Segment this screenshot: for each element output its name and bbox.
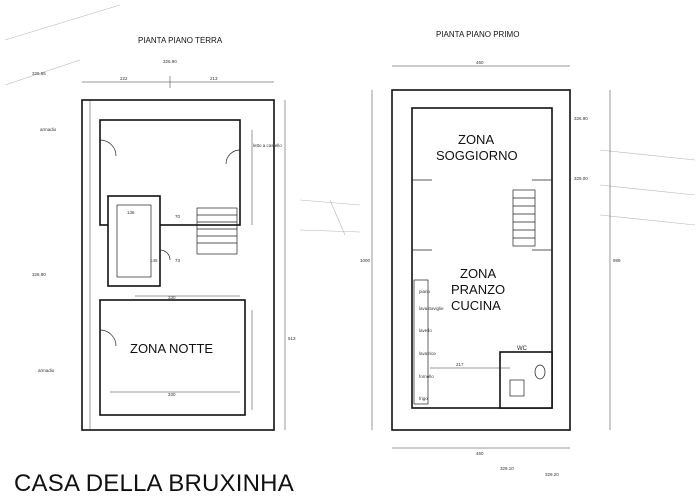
- ground-floor-plan: PIANTA PIANO TERRA 222 213: [32, 36, 296, 431]
- gf-door-swing: [159, 249, 171, 261]
- ff-exterior-stair: [512, 189, 536, 247]
- construction-lines: [4, 4, 696, 236]
- gf-dim-513: 513: [288, 336, 296, 341]
- house-name: CASA DELLA BRUXINHA: [14, 470, 294, 497]
- wc-shower: [509, 379, 525, 397]
- ff-elev-right-top: 326.90: [574, 116, 588, 121]
- gf-elev-top: 326.90: [163, 59, 177, 64]
- ff-dim-450-bottom: 450: [476, 451, 484, 456]
- gf-dim-136: 136: [127, 210, 135, 215]
- ff-label-frigo: frigo: [419, 396, 428, 401]
- gf-stair: [196, 207, 238, 255]
- zone-soggiorno-label-2: SOGGIORNO: [436, 148, 518, 163]
- ff-wc-room: [499, 351, 553, 409]
- zone-pranzo-label-2: PRANZO: [451, 282, 505, 297]
- zone-soggiorno-label-1: ZONA: [458, 132, 494, 147]
- gf-elev-left-top: 326.65: [32, 71, 46, 76]
- gf-door-swing: [225, 149, 241, 165]
- ground-floor-title: PIANTA PIANO TERRA: [138, 36, 223, 45]
- ff-elev-bottom-right: 329.20: [545, 472, 559, 477]
- gf-dim-330-mid: 330: [168, 295, 176, 300]
- gf-door-swing: [99, 329, 117, 347]
- gf-dim-330-bottom: 330: [168, 392, 176, 397]
- zone-pranzo-label-1: ZONA: [460, 266, 496, 281]
- ff-label-lavastoviglie: lavastoviglie: [419, 306, 444, 311]
- ff-dim-right-vert: 989: [613, 258, 621, 263]
- ff-dim-left-vert: 1000: [360, 258, 371, 263]
- zone-notte-label: ZONA NOTTE: [130, 341, 213, 356]
- ff-elev-right-mid: 329.00: [574, 176, 588, 181]
- gf-dim-145: 145: [150, 258, 158, 263]
- wc-toilet: [534, 364, 546, 380]
- ff-label-lavatrice: lavatrice: [419, 351, 436, 356]
- ff-label-fornello: fornello: [419, 374, 434, 379]
- gf-label-letto-a-castello: letto a castello: [253, 143, 282, 148]
- gf-label-armadio-bottom: armadio: [38, 368, 55, 373]
- ff-label-wc: WC: [517, 346, 528, 352]
- ff-dim-217: 217: [456, 362, 464, 367]
- gf-bath-inner: [116, 204, 152, 278]
- ff-elev-bottom-left: 329.10: [500, 466, 514, 471]
- gf-dim-213: 213: [210, 76, 218, 81]
- gf-dim-222: 222: [120, 76, 128, 81]
- gf-label-armadio-top: armadio: [40, 127, 57, 132]
- gf-elev-left-mid: 326.90: [32, 272, 46, 277]
- first-floor-plan: PIANTA PIANO PRIMO 450 450: [360, 30, 621, 477]
- gf-dim-70: 70: [175, 214, 181, 219]
- first-floor-title: PIANTA PIANO PRIMO: [436, 30, 519, 39]
- gf-door-swing: [99, 139, 117, 157]
- ff-kitchen-counter: [413, 279, 429, 405]
- gf-lower-room: [99, 299, 246, 416]
- gf-dim-73: 73: [175, 258, 181, 263]
- zone-pranzo-label-3: CUCINA: [451, 298, 501, 313]
- ff-label-piano: piano: [419, 289, 431, 294]
- ff-label-lavello: lavello: [419, 328, 432, 333]
- ff-dim-450-top: 450: [476, 60, 484, 65]
